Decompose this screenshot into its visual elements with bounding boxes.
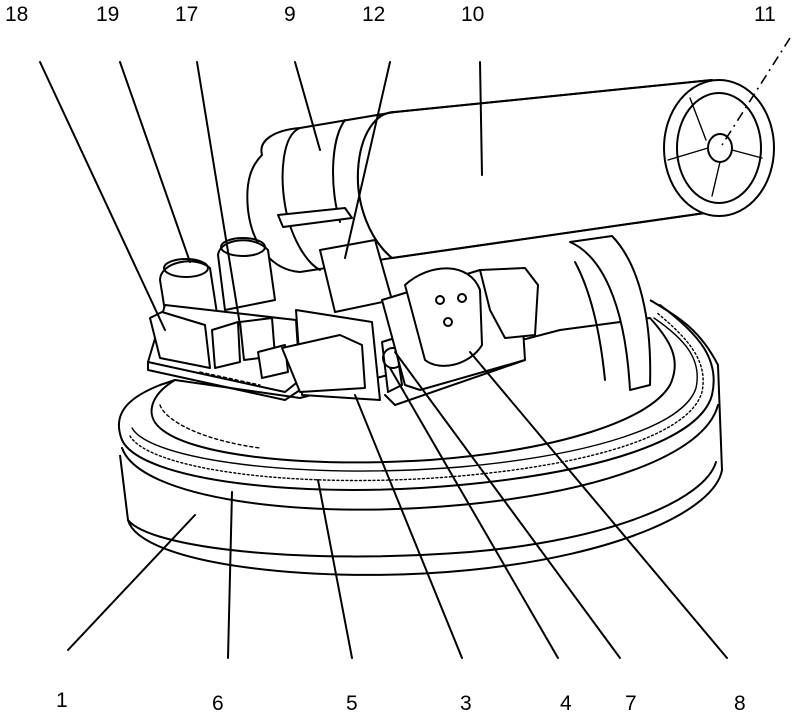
label-19: 19	[96, 4, 119, 25]
label-17: 17	[175, 4, 198, 25]
tube-aperture	[664, 80, 774, 216]
label-11: 11	[754, 4, 776, 25]
label-5: 5	[346, 693, 358, 714]
label-1: 1	[56, 690, 68, 711]
label-12: 12	[362, 4, 385, 25]
label-4: 4	[560, 693, 572, 714]
label-3: 3	[460, 693, 472, 714]
label-18: 18	[5, 4, 28, 25]
telescope-tube	[358, 80, 712, 258]
label-10: 10	[461, 4, 484, 25]
label-9: 9	[284, 4, 296, 25]
label-8: 8	[734, 693, 746, 714]
label-7: 7	[625, 693, 637, 714]
label-6: 6	[212, 693, 224, 714]
